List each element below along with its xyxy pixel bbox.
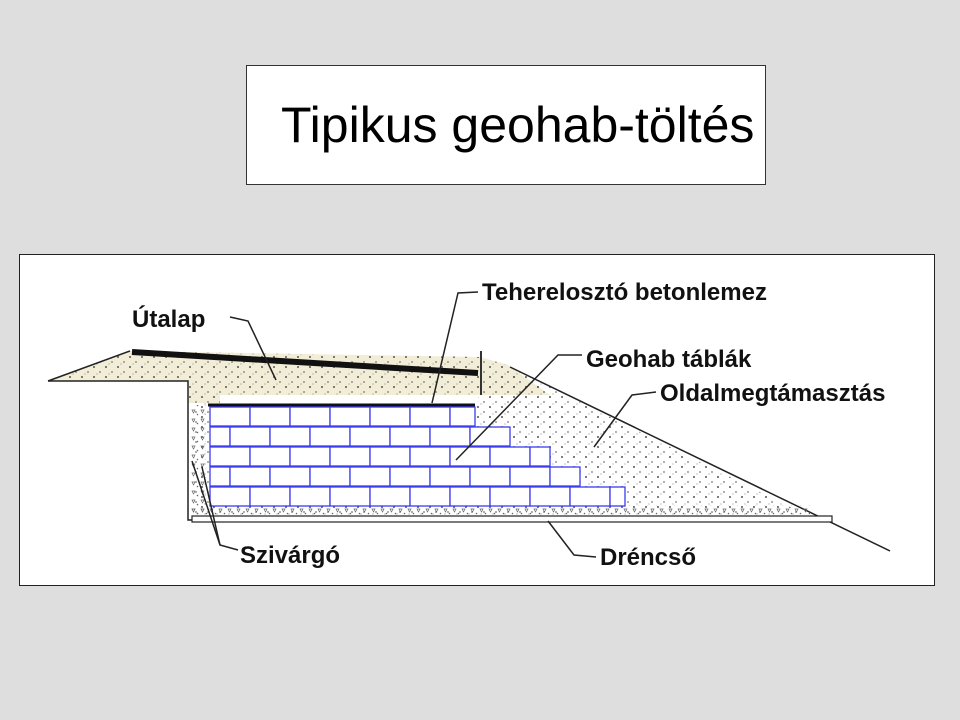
- label-utalap: Útalap: [132, 305, 205, 333]
- geofoam-block: [349, 466, 391, 487]
- leader-oldal: [593, 391, 657, 448]
- geofoam-block: [369, 446, 411, 467]
- geofoam-block: [209, 426, 231, 447]
- geofoam-block: [449, 406, 476, 427]
- geofoam-block: [249, 446, 291, 467]
- geofoam-block: [569, 486, 611, 507]
- leader-geohab: [455, 354, 582, 461]
- geofoam-block: [429, 466, 471, 487]
- geofoam-block: [209, 446, 251, 467]
- geofoam-block: [389, 426, 431, 447]
- geofoam-block: [489, 486, 531, 507]
- geofoam-block: [409, 446, 451, 467]
- drain-pipe: [191, 515, 833, 523]
- geofoam-block: [349, 426, 391, 447]
- geofoam-block: [369, 486, 411, 507]
- road-base-dots: [48, 351, 550, 403]
- geofoam-block: [289, 486, 331, 507]
- geofoam-block: [229, 426, 271, 447]
- geofoam-block: [269, 426, 311, 447]
- geofoam-block: [429, 426, 471, 447]
- ground-outline: [47, 350, 131, 382]
- geofoam-block: [289, 406, 331, 427]
- geofoam-block: [229, 466, 271, 487]
- geofoam-block: [609, 486, 626, 507]
- leader-szivargo-2: [201, 466, 221, 546]
- label-geohab: Geohab táblák: [586, 346, 752, 373]
- geofoam-block: [329, 406, 371, 427]
- geofoam-block: [249, 486, 291, 507]
- geofoam-block: [509, 466, 551, 487]
- title-box: Tipikus geohab-töltés: [246, 65, 766, 185]
- geofoam-block: [449, 446, 491, 467]
- geofoam-block: [269, 466, 311, 487]
- geofoam-block: [369, 406, 411, 427]
- label-oldalmegtamasztas: Oldalmegtámasztás: [660, 380, 885, 407]
- geofoam-block: [409, 486, 451, 507]
- drain-bottom-gravel: [190, 505, 810, 517]
- geofoam-block: [249, 406, 291, 427]
- embankment-diagram: Útalap Teherelosztó betonlemez Geohab tá…: [19, 254, 935, 586]
- label-teherelosztó: Teherelosztó betonlemez: [482, 279, 767, 306]
- label-szivargo: Szivárgó: [240, 542, 340, 569]
- geofoam-block: [529, 486, 571, 507]
- geofoam-block: [469, 426, 511, 447]
- leader-utalap: [229, 316, 277, 381]
- diagram-svg: Útalap Teherelosztó betonlemez Geohab tá…: [47, 279, 891, 571]
- leader-teher: [431, 291, 479, 404]
- geofoam-block: [309, 466, 351, 487]
- geofoam-block: [489, 446, 531, 467]
- geofoam-block: [469, 466, 511, 487]
- geofoam-block: [209, 486, 251, 507]
- geofoam-block: [329, 486, 371, 507]
- geofoam-block: [409, 406, 451, 427]
- geofoam-block: [289, 446, 331, 467]
- geofoam-blocks: [209, 406, 626, 507]
- geofoam-block: [389, 466, 431, 487]
- geofoam-block: [449, 486, 491, 507]
- geofoam-block: [529, 446, 551, 467]
- label-drencso: Dréncső: [600, 544, 696, 571]
- geofoam-block: [309, 426, 351, 447]
- geofoam-block: [209, 406, 251, 427]
- leader-drencso: [547, 520, 597, 558]
- slide-title: Tipikus geohab-töltés: [281, 97, 755, 153]
- geofoam-block: [329, 446, 371, 467]
- geofoam-block: [549, 466, 581, 487]
- concrete-slab: [131, 349, 479, 376]
- geofoam-block: [209, 466, 231, 487]
